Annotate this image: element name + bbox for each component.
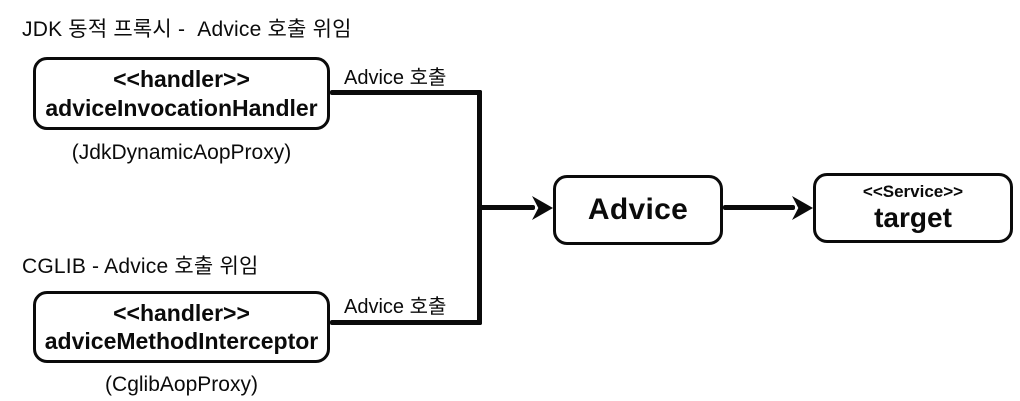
jdk-to-trunk-connector [330, 90, 482, 95]
target-arrowhead-icon [792, 196, 813, 220]
cglib-handler-box: <<handler>> adviceMethodInterceptor [33, 291, 330, 363]
cglib-to-trunk-connector [330, 320, 482, 325]
jdk-handler-stereotype: <<handler>> [113, 66, 250, 93]
jdk-proxy-title: JDK 동적 프록시 - Advice 호출 위임 [22, 18, 352, 41]
jdk-handler-box: <<handler>> adviceInvocationHandler [33, 57, 330, 130]
advice-arrowhead-icon [532, 196, 553, 220]
trunk-to-advice-arrow-line [477, 205, 535, 210]
advice-to-target-arrow-line [723, 205, 795, 210]
cglib-proxy-caption: (CglibAopProxy) [105, 373, 258, 396]
target-name: target [874, 201, 952, 233]
advice-box: Advice [553, 175, 723, 245]
cglib-proxy-title: CGLIB - Advice 호출 위임 [22, 255, 259, 278]
jdk-proxy-caption: (JdkDynamicAopProxy) [71, 141, 292, 164]
advice-label: Advice [587, 192, 689, 226]
jdk-handler-name: adviceInvocationHandler [45, 94, 318, 121]
jdk-advice-call-label: Advice 호출 [344, 67, 447, 89]
target-box: <<Service>> target [813, 173, 1013, 243]
cglib-handler-name: adviceMethodInterceptor [44, 328, 319, 354]
cglib-advice-call-label: Advice 호출 [344, 296, 447, 318]
cglib-handler-stereotype: <<handler>> [113, 299, 250, 326]
target-stereotype: <<Service>> [862, 182, 964, 202]
